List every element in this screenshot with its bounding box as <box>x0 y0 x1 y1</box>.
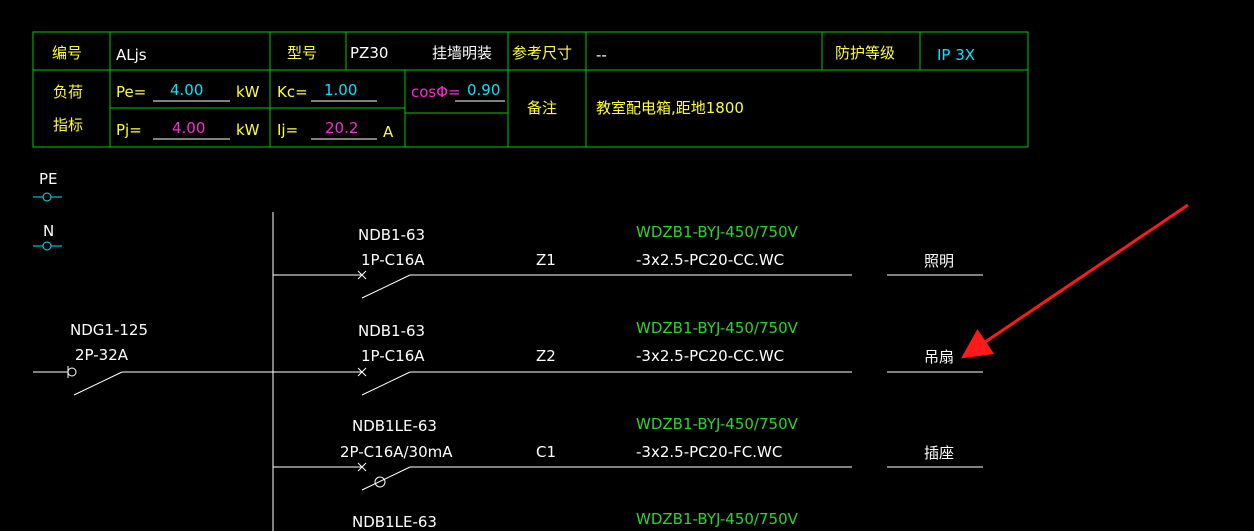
circuit-laying: -3x2.5-PC20-CC.WC <box>636 347 784 365</box>
circuit-cable: WDZB1-BYJ-450/750V <box>636 510 799 528</box>
circuit-1: NDB1-63 1P-C16A Z1 WDZB1-BYJ-450/750V -3… <box>273 223 983 299</box>
ij-unit: A <box>383 123 394 141</box>
branch-breaker-symbol <box>273 367 983 396</box>
pj-value: 4.00 <box>172 119 205 137</box>
pj-unit: kW <box>236 121 260 139</box>
kc-value: 1.00 <box>324 81 357 99</box>
branch-breaker-symbol <box>273 270 983 299</box>
circuit-load: 照明 <box>924 252 954 270</box>
note-label: 备注 <box>527 99 557 117</box>
pe-bus-label: PE <box>39 170 58 188</box>
ref-size-label: 参考尺寸 <box>512 44 572 62</box>
circuit-breaker-spec: 2P-C16A/30mA <box>340 443 453 461</box>
install-method: 挂墙明装 <box>432 44 492 62</box>
n-bus-label: N <box>43 222 54 240</box>
circuit-breaker-model: NDB1-63 <box>358 226 425 244</box>
main-breaker-model: NDG1-125 <box>70 321 148 339</box>
pe-value: 4.00 <box>170 81 203 99</box>
circuit-load: 插座 <box>924 444 954 462</box>
circuit-breaker-model: NDB1-63 <box>358 322 425 340</box>
circuit-3: NDB1LE-63 2P-C16A/30mA C1 WDZB1-BYJ-450/… <box>273 415 983 491</box>
num-value: ALjs <box>116 46 147 64</box>
pe-label: Pe= <box>116 83 146 101</box>
circuit-4: NDB1LE-63 WDZB1-BYJ-450/750V <box>352 510 799 531</box>
ij-value: 20.2 <box>325 119 358 137</box>
kc-label: Kc= <box>277 83 308 101</box>
cos-label: cosΦ= <box>411 83 461 101</box>
cos-value: 0.90 <box>467 81 500 99</box>
circuit-load: 吊扇 <box>924 348 954 366</box>
ref-size-value: -- <box>596 46 607 64</box>
field-underlines <box>153 100 505 140</box>
pj-label: Pj= <box>116 121 142 139</box>
circuit-id: Z1 <box>536 251 556 269</box>
protect-value: IP 3X <box>937 46 975 64</box>
note-value: 教室配电箱,距地1800 <box>596 99 744 117</box>
branch-rcd-symbol <box>273 462 983 491</box>
n-terminal <box>33 241 62 251</box>
protect-label: 防护等级 <box>835 44 895 62</box>
circuit-laying: -3x2.5-PC20-FC.WC <box>636 443 782 461</box>
circuit-cable: WDZB1-BYJ-450/750V <box>636 223 799 241</box>
pe-terminal <box>33 192 62 202</box>
annotation-arrow-icon <box>961 203 1189 359</box>
circuit-breaker-model: NDB1LE-63 <box>352 417 437 435</box>
circuit-id: C1 <box>536 443 556 461</box>
pe-unit: kW <box>236 83 260 101</box>
model-value: PZ30 <box>350 44 388 62</box>
circuit-id: Z2 <box>536 347 556 365</box>
model-label: 型号 <box>287 44 317 62</box>
ij-label: Ij= <box>277 121 298 139</box>
circuit-cable: WDZB1-BYJ-450/750V <box>636 415 799 433</box>
circuit-laying: -3x2.5-PC20-CC.WC <box>636 251 784 269</box>
circuit-breaker-spec: 1P-C16A <box>361 347 425 365</box>
circuit-2: NDB1-63 1P-C16A Z2 WDZB1-BYJ-450/750V -3… <box>273 319 983 396</box>
circuit-breaker-spec: 1P-C16A <box>361 251 425 269</box>
main-breaker-spec: 2P-32A <box>75 346 129 364</box>
header-table <box>32 31 1029 148</box>
main-breaker-symbol <box>33 366 273 396</box>
num-label: 编号 <box>52 44 82 62</box>
load-label-line1: 负荷 <box>53 83 83 101</box>
circuit-breaker-model: NDB1LE-63 <box>352 513 437 531</box>
circuit-cable: WDZB1-BYJ-450/750V <box>636 319 799 337</box>
load-label-line2: 指标 <box>53 116 83 134</box>
